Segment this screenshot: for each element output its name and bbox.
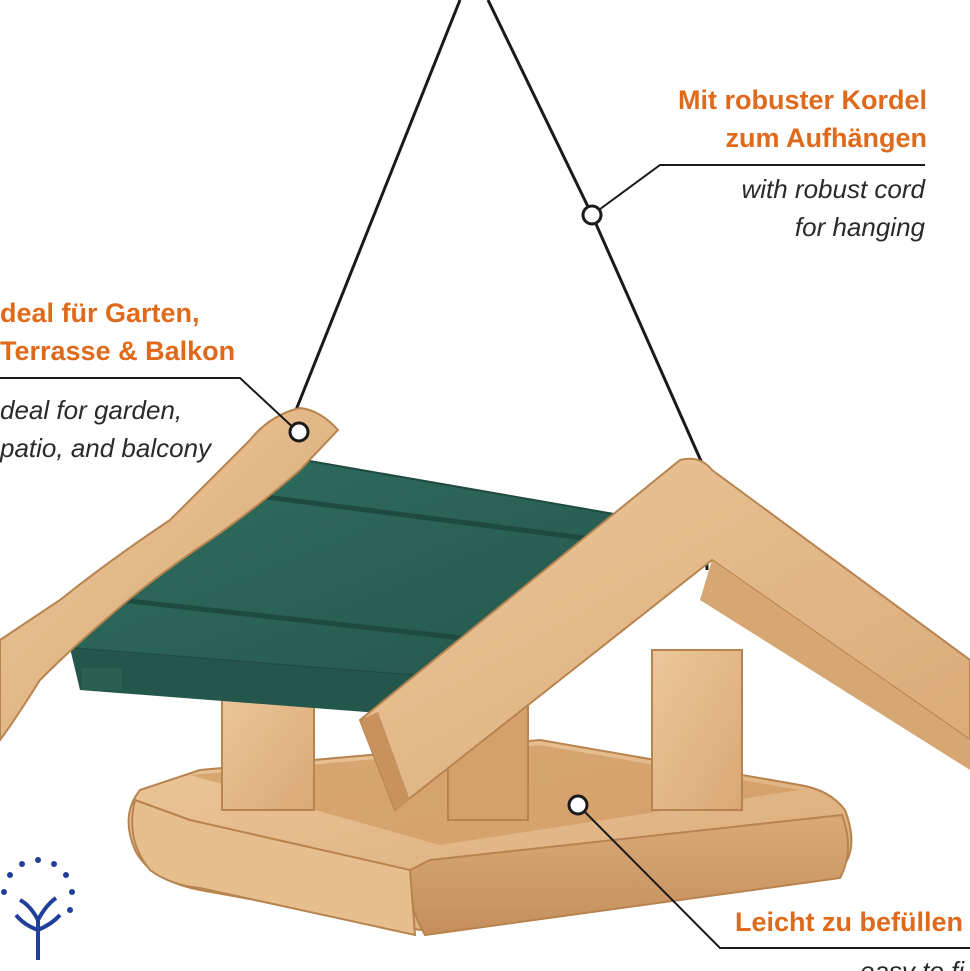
callout-cord-german-line1: Mit robuster Kordel — [677, 85, 927, 115]
callout-fill-german: Leicht zu befüllen — [735, 903, 963, 941]
callout-cord-english-line1: with robust cord — [741, 174, 925, 204]
post-left — [221, 689, 315, 811]
callout-ideal-english-line1: deal for garden, — [0, 395, 183, 425]
callout-marker-ideal — [288, 421, 310, 443]
callout-ideal-english: deal for garden, patio, and balcony — [0, 391, 211, 467]
callout-ideal-german-line1: deal für Garten, — [0, 298, 200, 328]
roof-beam-left — [0, 406, 340, 742]
callout-cord-german-line2: zum Aufhängen — [725, 123, 928, 153]
callout-fill-english-line1: easy to fi — [860, 956, 965, 971]
tree-with-stars-icon — [1, 857, 75, 960]
callout-fill-german-line1: Leicht zu befüllen — [735, 907, 964, 937]
callout-cord-german: Mit robuster Kordel zum Aufhängen — [678, 81, 927, 157]
callout-ideal-german: deal für Garten, Terrasse & Balkon — [0, 294, 235, 370]
post-right — [651, 649, 743, 811]
callout-lines — [0, 164, 970, 949]
callout-ideal-english-line2: patio, and balcony — [0, 433, 212, 463]
roof-gable-right — [358, 457, 970, 812]
callout-cord-english-line2: for hanging — [794, 212, 925, 242]
callout-ideal-german-line2: Terrasse & Balkon — [0, 336, 236, 366]
callout-fill-english: easy to fi — [860, 952, 964, 971]
callout-cord-english: with robust cord for hanging — [741, 170, 925, 246]
callout-marker-cord — [581, 204, 603, 226]
callout-marker-fill — [567, 794, 589, 816]
